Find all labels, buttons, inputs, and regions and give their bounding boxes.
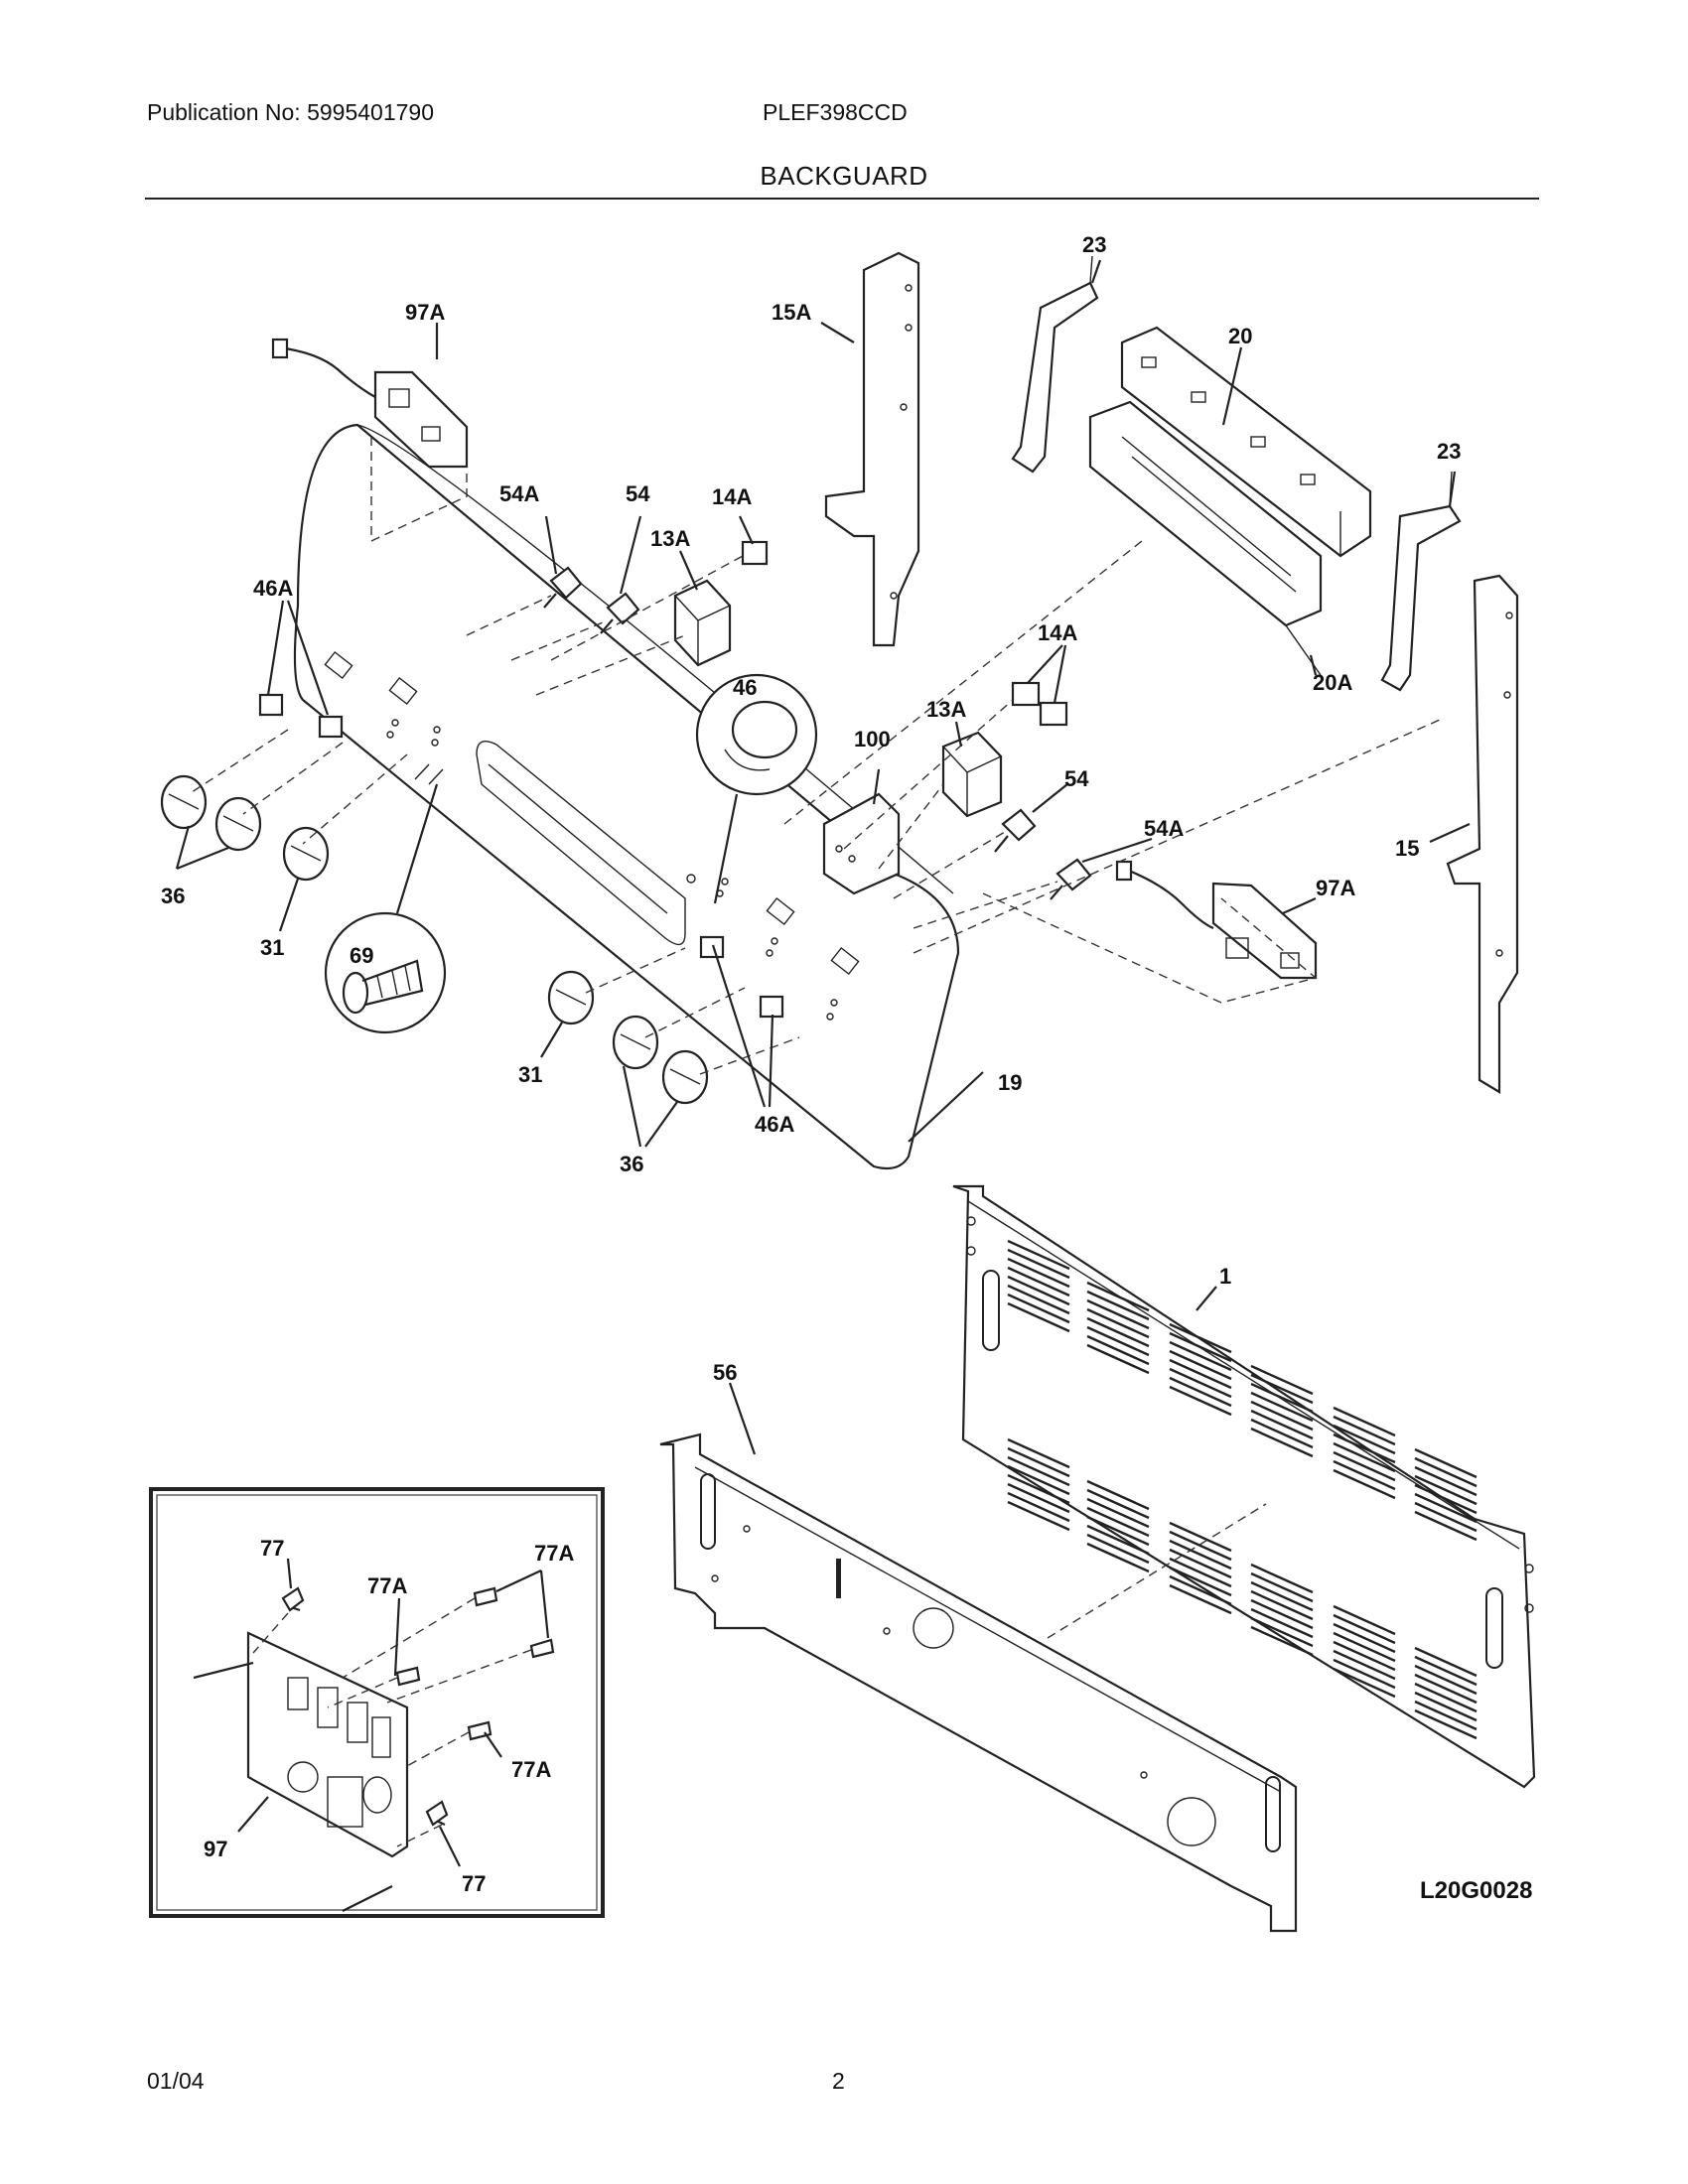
overlay-20a xyxy=(1088,400,1323,676)
assembly-line-56-to-1 xyxy=(1047,1503,1267,1639)
label-36-left: 36 xyxy=(161,884,185,908)
knob-36-left-a xyxy=(160,774,208,830)
label-100: 100 xyxy=(854,727,891,751)
backguard-panel xyxy=(293,423,960,1170)
label-31-left: 31 xyxy=(260,935,284,960)
label-1: 1 xyxy=(1219,1264,1231,1289)
assembly-lines-upper xyxy=(188,437,1441,1075)
drawing-code: L20G0028 xyxy=(1420,1877,1532,1904)
label-77-top: 77 xyxy=(260,1536,284,1561)
knob-36-left-b xyxy=(214,796,262,852)
label-15a: 15A xyxy=(772,300,811,325)
knob-36-center-a xyxy=(612,1015,659,1070)
label-77a-top-center: 77A xyxy=(367,1573,407,1598)
control-54-upper xyxy=(600,592,640,634)
label-31-center: 31 xyxy=(518,1062,542,1087)
control-54-lower xyxy=(994,808,1037,853)
connector-14a-right xyxy=(1011,681,1068,727)
label-14a-right: 14A xyxy=(1038,620,1077,645)
end-bracket-15a xyxy=(824,251,920,647)
header-rule xyxy=(145,198,1539,200)
label-15: 15 xyxy=(1395,836,1419,861)
label-46: 46 xyxy=(733,675,757,700)
section-title: BACKGUARD xyxy=(760,161,928,191)
model-number: PLEF398CCD xyxy=(763,99,908,125)
knob-46-detail xyxy=(695,673,818,904)
leader-lines xyxy=(175,259,1471,1455)
label-19: 19 xyxy=(998,1070,1022,1095)
label-54-upper: 54 xyxy=(626,481,650,506)
label-54a-upper: 54A xyxy=(499,481,539,506)
label-46a-lower: 46A xyxy=(755,1112,794,1137)
control-54a-upper xyxy=(543,566,583,609)
label-97: 97 xyxy=(204,1837,227,1861)
label-20a: 20A xyxy=(1313,670,1352,695)
bracket-100 xyxy=(822,792,901,895)
footer-page-number: 2 xyxy=(832,2068,845,2094)
label-77-bottom: 77 xyxy=(462,1871,486,1896)
connector-14a-upper xyxy=(741,540,769,566)
label-69: 69 xyxy=(350,943,373,968)
label-23-left: 23 xyxy=(1082,232,1106,257)
lower-panel-56 xyxy=(659,1433,1298,1933)
footer-date: 01/04 xyxy=(147,2068,205,2094)
wiring-board-97a-right xyxy=(1115,860,1318,980)
label-20: 20 xyxy=(1228,324,1252,348)
label-56: 56 xyxy=(713,1360,737,1385)
label-13a-lower: 13A xyxy=(926,697,966,722)
label-97a-right: 97A xyxy=(1316,876,1355,900)
label-54-lower: 54 xyxy=(1064,766,1089,791)
relay-13a-lower xyxy=(941,731,1003,818)
trim-23-right xyxy=(1380,471,1462,692)
label-36-center: 36 xyxy=(620,1152,643,1176)
label-13a-upper: 13A xyxy=(650,526,690,551)
relay-13a-upper xyxy=(673,579,732,667)
switch-46a-group-right xyxy=(699,935,784,1019)
back-panel-vents xyxy=(1007,1239,1477,1740)
electronic-control-20 xyxy=(1120,326,1372,558)
knob-31-left xyxy=(282,826,330,882)
control-54a-lower xyxy=(1050,858,1092,900)
inset-97-board xyxy=(149,1487,605,1918)
label-77a-right: 77A xyxy=(511,1757,551,1782)
switch-46a-group-left xyxy=(258,693,344,739)
trim-23-left xyxy=(1011,255,1099,474)
label-97a-left: 97A xyxy=(405,300,445,325)
label-14a-upper: 14A xyxy=(712,484,752,509)
label-54a-lower: 54A xyxy=(1144,816,1184,841)
screw-69-detail xyxy=(324,763,447,1034)
end-bracket-15 xyxy=(1446,574,1519,1094)
label-46a-upper: 46A xyxy=(253,576,293,601)
label-23-right: 23 xyxy=(1437,439,1461,464)
publication-number: Publication No: 5995401790 xyxy=(147,99,435,125)
label-77a-top-right: 77A xyxy=(534,1541,574,1566)
knob-36-center-b xyxy=(661,1049,709,1105)
knob-31-center xyxy=(547,970,595,1025)
